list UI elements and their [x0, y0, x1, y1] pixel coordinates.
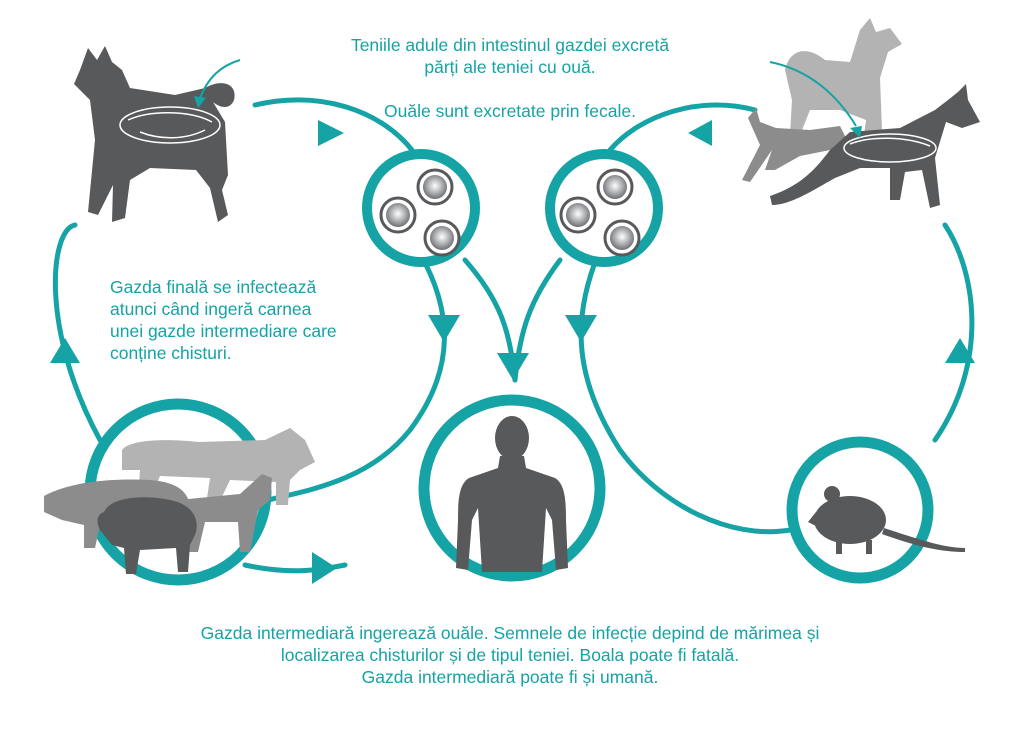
text-line: Teniile adule din intestinul gazdei excr…: [290, 34, 730, 56]
final-host-description: Gazda finală se infectează atunci când i…: [110, 276, 400, 364]
text-line: Gazda intermediară poate fi și umană.: [110, 666, 910, 688]
text-line: Gazda intermediară ingerează ouăle. Semn…: [110, 622, 910, 644]
text-line: Ouăle sunt excretate prin fecale.: [290, 100, 730, 122]
text-line: localizarea chisturilor și de tipul teni…: [110, 644, 910, 666]
eggs-excretion-description: Teniile adule din intestinul gazdei excr…: [290, 34, 730, 122]
eggs-right: [550, 154, 658, 262]
arrowhead-right-bottom: [312, 552, 337, 584]
dog-silhouette-icon: [74, 46, 235, 222]
text-line: părți ale teniei cu ouă.: [290, 56, 730, 78]
arrowhead-down-right: [565, 315, 597, 342]
right-eggs-to-mouse-path: [581, 250, 790, 532]
text-line: conține chisturi.: [110, 342, 400, 364]
right-cycle-path: [935, 225, 972, 440]
left-cycle-path: [55, 225, 100, 440]
arrowhead-down-center: [497, 353, 529, 380]
eggs-left: [367, 154, 475, 262]
text-line: atunci când ingeră carnea: [110, 298, 400, 320]
arrowhead-up-left: [50, 338, 80, 363]
arrowhead-down-left: [428, 315, 460, 342]
intermediate-host-description: Gazda intermediară ingerează ouăle. Semn…: [110, 622, 910, 688]
arrowhead-right-top: [318, 120, 344, 146]
dog-fox-cat-silhouettes-icon: [742, 18, 980, 208]
text-line: Gazda finală se infectează: [110, 276, 400, 298]
arrowhead-left-top: [688, 120, 712, 146]
text-line: unei gazde intermediare care: [110, 320, 400, 342]
